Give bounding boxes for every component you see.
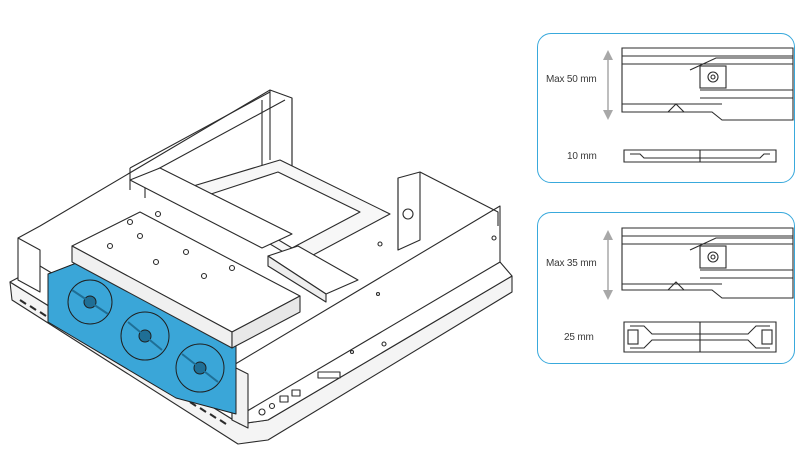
bottom-max-label: Max 35 mm: [546, 258, 597, 269]
top-max-arrow: [603, 50, 613, 120]
top-min-value: 10: [567, 151, 578, 162]
left-frame: [17, 237, 41, 293]
bottom-max-value: 35: [566, 258, 578, 269]
bottom-max-unit: mm: [580, 258, 597, 269]
blue-fans: [47, 249, 237, 415]
bottom-panel-drawings: [603, 227, 794, 353]
top-max-label: Max 50 mm: [546, 74, 597, 85]
bottom-max-prefix: Max: [546, 258, 565, 269]
pcie-bracket-side: [267, 255, 327, 303]
top-panel-drawings: [603, 47, 794, 163]
rear-bracket: [261, 90, 293, 168]
drive-cage-frame: [129, 91, 286, 198]
bottom-min-label: 25 mm: [564, 332, 594, 343]
front-io-ports: [258, 371, 341, 416]
bottom-max-arrow: [603, 230, 613, 300]
bottom-min-unit: mm: [577, 332, 594, 343]
top-max-unit: mm: [580, 74, 597, 85]
gpu-screw-holes: [106, 210, 236, 280]
top-min-unit: mm: [580, 151, 597, 162]
top-max-prefix: Max: [546, 74, 565, 85]
wall-screws: [349, 235, 497, 355]
top-bracket: [129, 167, 293, 249]
top-min-label: 10 mm: [567, 151, 597, 162]
case-illustration: [9, 89, 513, 445]
bottom-min-value: 25: [564, 332, 575, 343]
right-bracket-edge: [397, 171, 499, 250]
gpu-plate-end: [231, 295, 301, 349]
top-max-value: 50: [566, 74, 578, 85]
